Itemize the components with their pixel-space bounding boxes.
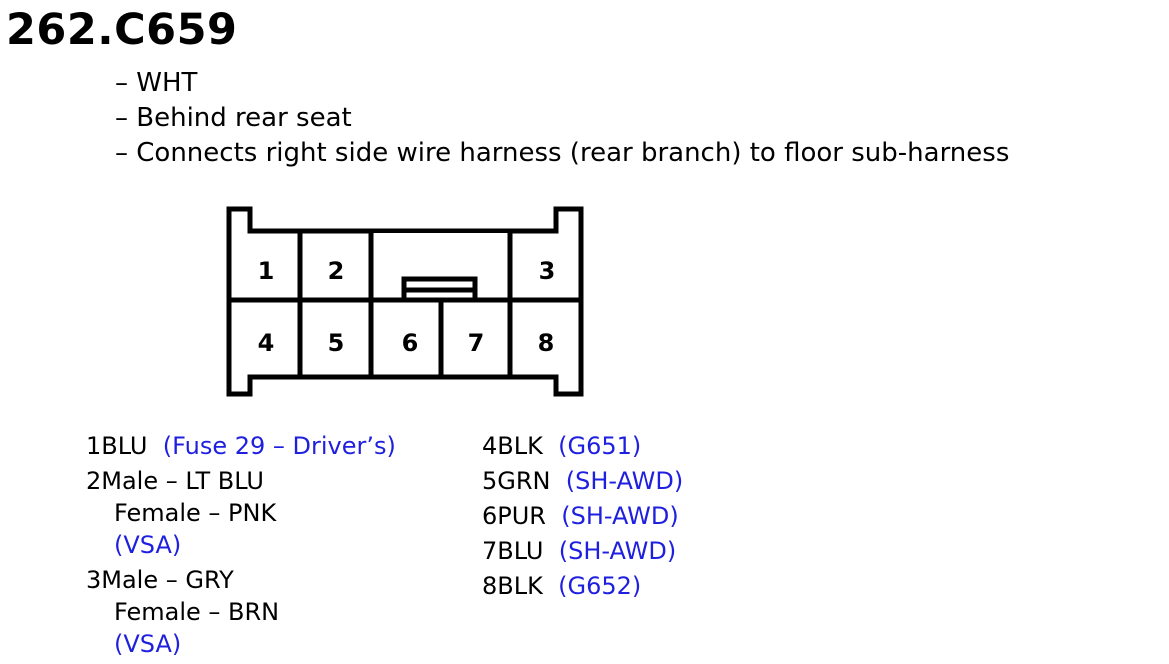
pin-5-note: (SH-AWD): [565, 467, 684, 495]
pin-3-note: (VSA): [114, 630, 182, 658]
pin-8-row: 8BLK (G652): [482, 570, 683, 605]
description-location: Behind rear seat: [115, 101, 1009, 136]
pin-1-row: 1BLU (Fuse 29 – Driver’s): [86, 430, 396, 465]
pin-7-label: 7: [468, 329, 485, 357]
description-color: WHT: [115, 66, 1009, 101]
pin-8-label: 8: [538, 329, 555, 357]
pin-5-label: 5: [328, 329, 345, 357]
description-connection: Connects right side wire harness (rear b…: [115, 136, 1009, 171]
pin-4-row: 4BLK (G651): [482, 430, 683, 465]
pin-3-label: 3: [539, 257, 556, 285]
pinout-right-column: 4BLK (G651) 5GRN (SH-AWD) 6PUR (SH-AWD) …: [482, 430, 683, 605]
pin-2-label: 2: [328, 257, 345, 285]
pin-3-female-wire: Female – BRN: [114, 598, 280, 626]
connector-description-list: WHT Behind rear seat Connects right side…: [115, 66, 1009, 171]
pin-2-male-wire: 2Male – LT BLU: [86, 467, 264, 495]
pin-2-male-row: 2Male – LT BLU: [86, 465, 396, 497]
locking-tab-restore: [401, 276, 478, 300]
pin-3-note-row: (VSA): [86, 628, 396, 663]
pin-1-wire: 1BLU: [86, 432, 148, 460]
pin-7-row: 7BLU (SH-AWD): [482, 535, 683, 570]
pin-8-note: (G652): [558, 572, 642, 600]
pin-6-row: 6PUR (SH-AWD): [482, 500, 683, 535]
pin-7-wire: 7BLU: [482, 537, 544, 565]
pin-5-wire: 5GRN: [482, 467, 551, 495]
pin-4-label: 4: [258, 329, 275, 357]
pin-6-note: (SH-AWD): [561, 502, 679, 530]
pin-4-note: (G651): [558, 432, 642, 460]
pinout-left-column: 1BLU (Fuse 29 – Driver’s) 2Male – LT BLU…: [86, 430, 396, 663]
pin-1-label: 1: [258, 257, 275, 285]
connector-title: 262.C659: [6, 5, 238, 55]
pin-4-wire: 4BLK: [482, 432, 543, 460]
pin-8-wire: 8BLK: [482, 572, 543, 600]
pin-7-note: (SH-AWD): [558, 537, 677, 565]
pin-3-male-wire: 3Male – GRY: [86, 566, 234, 594]
pin-1-note: (Fuse 29 – Driver’s): [162, 432, 396, 460]
pin-2-female-wire: Female – PNK: [114, 499, 277, 527]
pin-2-female-row: Female – PNK: [86, 497, 396, 529]
open-area: [371, 233, 508, 277]
pin-5-row: 5GRN (SH-AWD): [482, 465, 683, 500]
pin-2-note-row: (VSA): [86, 529, 396, 564]
pin-2-note: (VSA): [114, 531, 182, 559]
pin-3-male-row: 3Male – GRY: [86, 564, 396, 596]
pin-6-wire: 6PUR: [482, 502, 546, 530]
pin-6-label: 6: [402, 329, 419, 357]
pin-3-female-row: Female – BRN: [86, 596, 396, 628]
